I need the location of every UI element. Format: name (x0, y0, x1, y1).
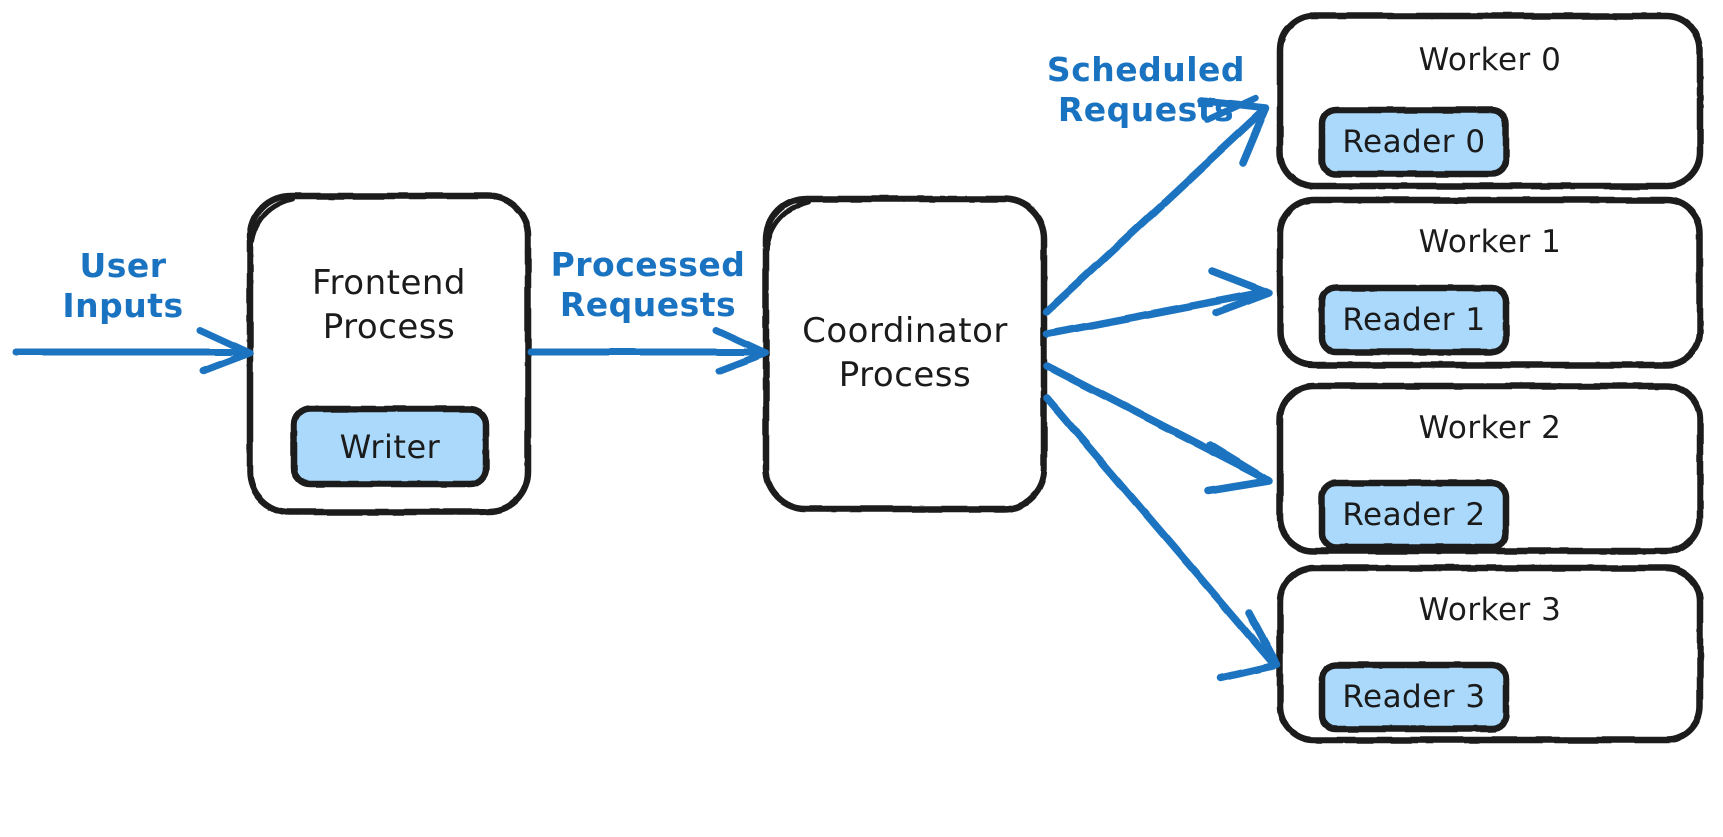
arrow-coordinator-to-worker-0 (1043, 97, 1270, 316)
reader-0-box[interactable] (1318, 106, 1510, 178)
reader-3-box[interactable] (1318, 661, 1510, 733)
arrow-processed-requests (527, 326, 770, 375)
arrow-coordinator-to-worker-2 (1043, 362, 1273, 495)
reader-1-box[interactable] (1318, 284, 1510, 356)
reader-2-box[interactable] (1318, 479, 1510, 551)
arrow-coordinator-to-worker-1 (1043, 267, 1273, 338)
coordinator-process-box[interactable] (762, 195, 1048, 513)
writer-box[interactable] (290, 405, 490, 488)
scheduled-requests-pointer (1204, 94, 1260, 124)
arrow-user-inputs (12, 326, 254, 375)
arrow-coordinator-to-worker-3 (1043, 394, 1281, 682)
